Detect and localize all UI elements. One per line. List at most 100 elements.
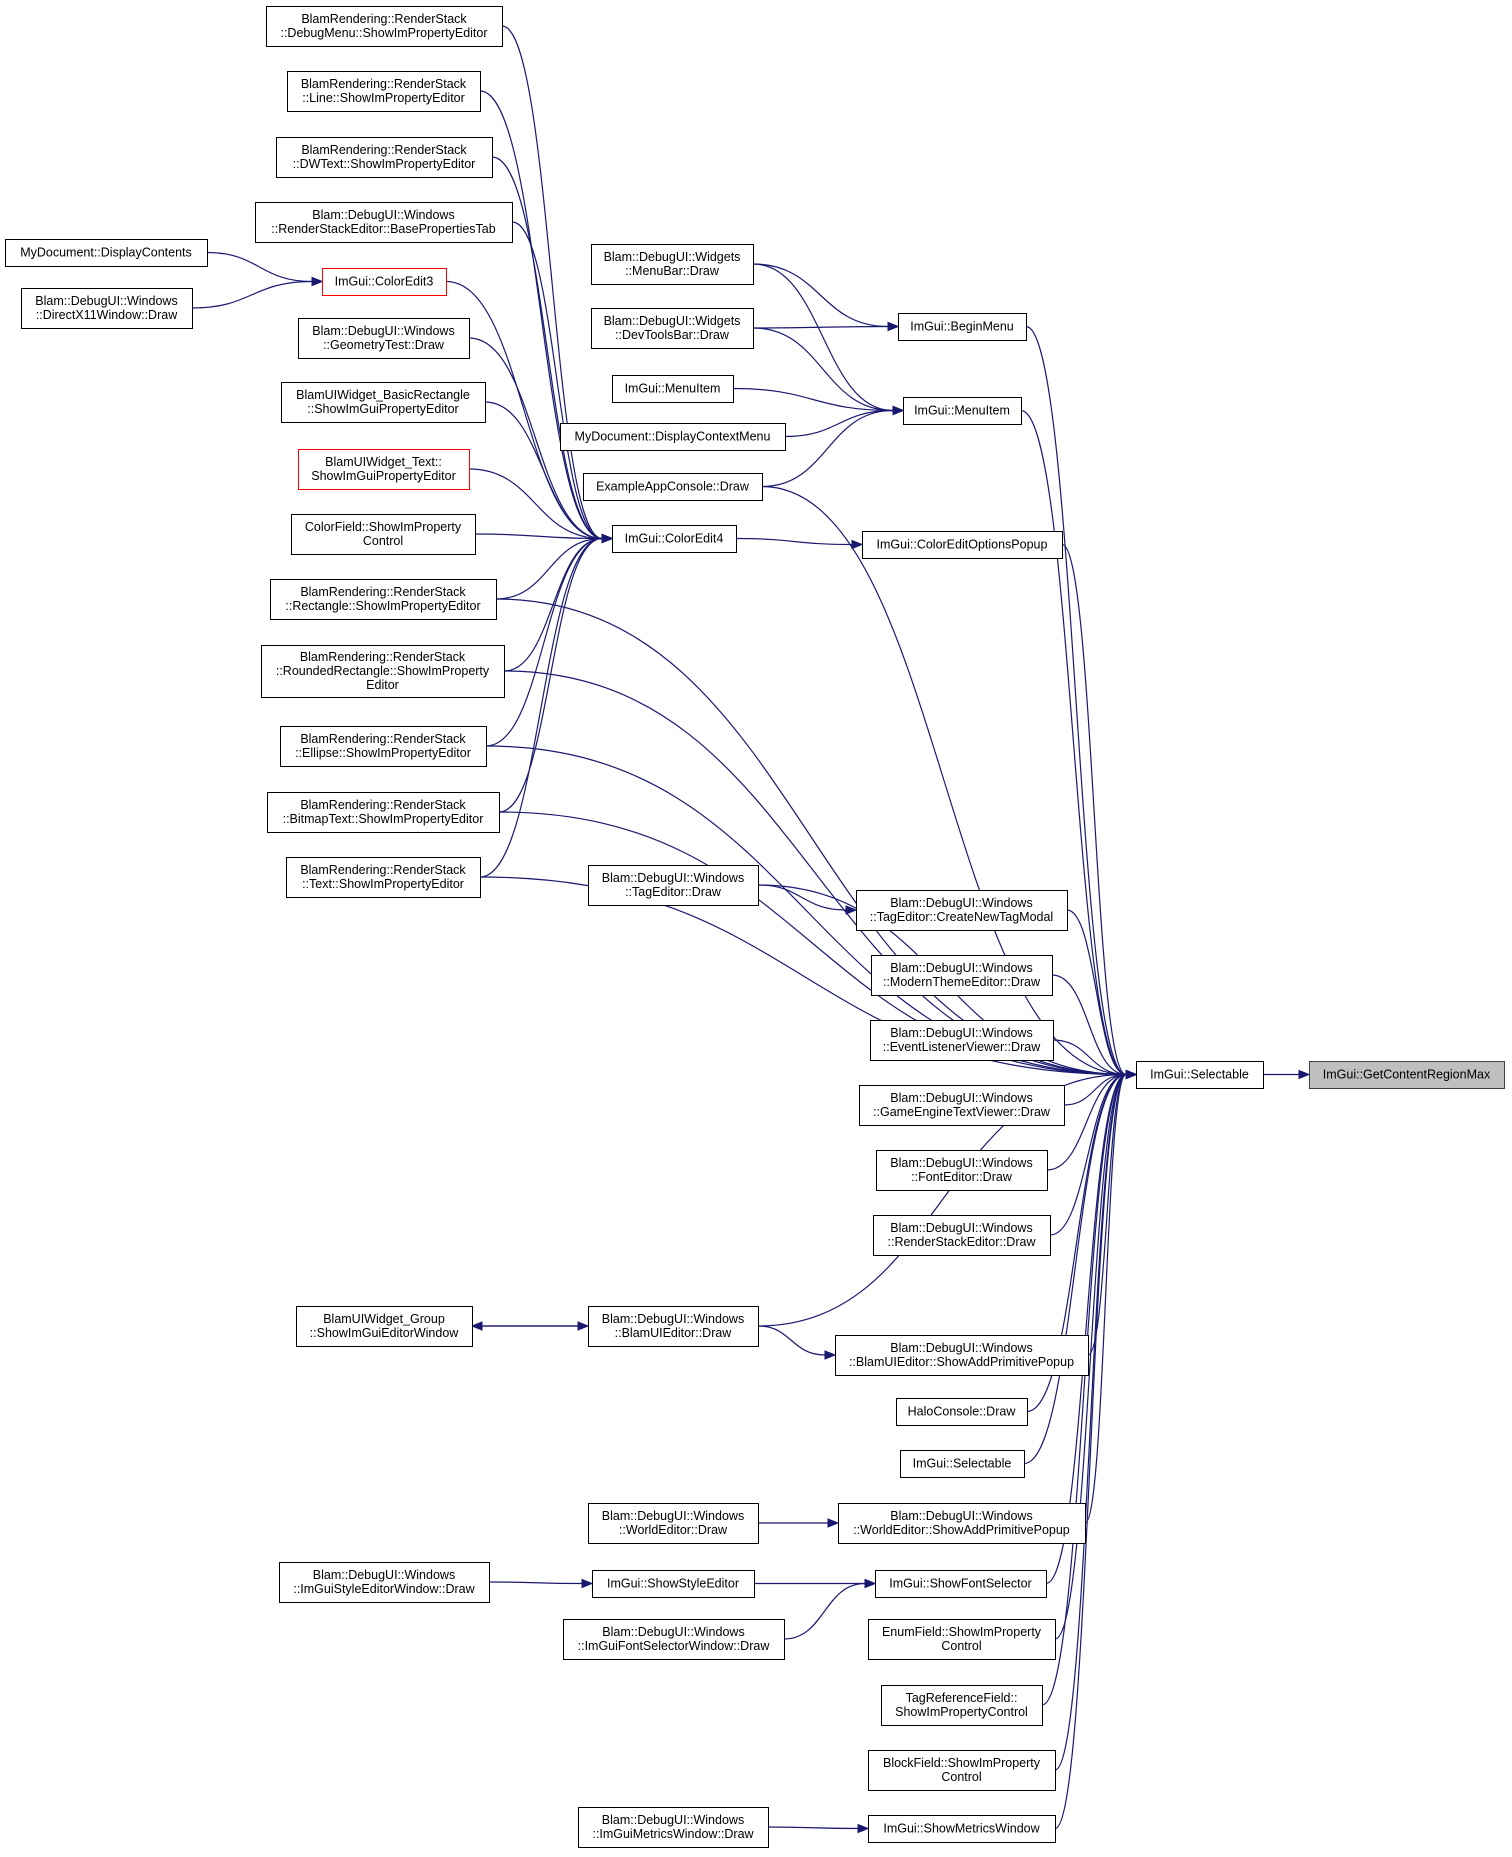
node-box [868,1815,1056,1843]
edge-line [488,1581,583,1585]
node-label-line: ImGui::Selectable [913,1457,1012,1471]
node-widget_group[interactable]: BlamUIWidget_Group::ShowImGuiEditorWindo… [296,1306,473,1347]
node-mydoc_displaycontents[interactable]: MyDocument::DisplayContents [5,239,208,267]
node-exampleappconsole[interactable]: ExampleAppConsole::Draw [583,473,763,501]
node-enumfield[interactable]: EnumField::ShowImPropertyControl [868,1619,1056,1660]
node-menuitem_right[interactable]: ImGui::MenuItem [903,397,1022,425]
node-menubar[interactable]: Blam::DebugUI::Widgets::MenuBar::Draw [591,244,754,285]
node-label-line: ::GeometryTest::Draw [323,338,445,352]
edge-line [783,1582,866,1640]
node-label-line: Blam::DebugUI::Windows [602,1312,744,1326]
node-rs_roundedrect[interactable]: BlamRendering::RenderStack::RoundedRecta… [261,645,505,698]
node-colorfield[interactable]: ColorField::ShowImPropertyControl [291,514,476,555]
node-label-line: Control [941,1639,981,1653]
edge-line [752,325,889,329]
node-basicrect[interactable]: BlamUIWidget_BasicRectangle::ShowImGuiPr… [281,382,486,423]
node-blockfield[interactable]: BlockField::ShowImPropertyControl [868,1750,1056,1791]
node-label-line: Blam::DebugUI::Windows [35,294,177,308]
node-widget_text[interactable]: BlamUIWidget_Text::ShowImGuiPropertyEdit… [298,449,470,490]
node-rs_line[interactable]: BlamRendering::RenderStack::Line::ShowIm… [287,71,481,112]
edge-line [479,537,603,878]
node-showmetricswindow[interactable]: ImGui::ShowMetricsWindow [868,1815,1056,1843]
node-devtoolsbar[interactable]: Blam::DebugUI::Widgets::DevToolsBar::Dra… [591,308,754,349]
node-box [835,1335,1089,1376]
node-metricswindow_draw[interactable]: Blam::DebugUI::Windows::ImGuiMetricsWind… [578,1807,769,1848]
node-rs_bitmaptext[interactable]: BlamRendering::RenderStack::BitmapText::… [267,792,500,833]
node-box [591,244,754,285]
node-createnewtagmodal[interactable]: Blam::DebugUI::Windows::TagEditor::Creat… [856,890,1068,931]
node-showaddprimitive_ui[interactable]: Blam::DebugUI::Windows::BlamUIEditor::Sh… [835,1335,1089,1376]
edge-line [761,409,894,488]
edge-styleeditorwindow-to-showstyleeditor [488,1578,594,1589]
node-rse_baseprops[interactable]: Blam::DebugUI::Windows::RenderStackEdito… [255,202,513,243]
node-box [1136,1061,1264,1089]
node-beginmenu[interactable]: ImGui::BeginMenu [898,313,1027,341]
node-box [591,308,754,349]
node-tagreferencefield[interactable]: TagReferenceField::ShowImPropertyControl [881,1685,1043,1726]
node-label-line: BlamRendering::RenderStack [300,650,466,664]
node-showaddprimitive_world[interactable]: Blam::DebugUI::Windows::WorldEditor::Sho… [838,1503,1086,1544]
node-fonteditor[interactable]: Blam::DebugUI::Windows::FontEditor::Draw [876,1150,1048,1191]
node-fontselectorwindow[interactable]: Blam::DebugUI::Windows::ImGuiFontSelecto… [563,1619,785,1660]
node-gameenginetext[interactable]: Blam::DebugUI::Windows::GameEngineTextVi… [859,1085,1065,1126]
node-label-line: ::ImGuiFontSelectorWindow::Draw [578,1639,771,1653]
edge-line [495,537,603,600]
node-selectable_2[interactable]: ImGui::Selectable [900,1450,1025,1478]
edge-line [1046,1073,1127,1171]
node-haloconsole[interactable]: HaloConsole::Draw [896,1398,1028,1426]
node-rs_debugmenu[interactable]: BlamRendering::RenderStack::DebugMenu::S… [266,6,503,47]
node-worldeditor_draw[interactable]: Blam::DebugUI::Windows::WorldEditor::Dra… [588,1503,759,1544]
node-rs_dwtext[interactable]: BlamRendering::RenderStack::DWText::Show… [276,137,493,178]
node-rendereditor[interactable]: Blam::DebugUI::Windows::RenderStackEdito… [873,1215,1051,1256]
node-styleeditorwindow[interactable]: Blam::DebugUI::Windows::ImGuiStyleEditor… [279,1562,490,1603]
node-box [612,375,734,403]
node-box [871,955,1053,996]
node-tageditor_draw[interactable]: Blam::DebugUI::Windows::TagEditor::Draw [588,865,759,906]
node-box [296,1306,473,1347]
node-menuitem_left[interactable]: ImGui::MenuItem [612,375,734,403]
node-box [578,1807,769,1848]
node-label-line: ::TagEditor::CreateNewTagModal [870,910,1053,924]
node-blamuieditor_draw[interactable]: Blam::DebugUI::Windows::BlamUIEditor::Dr… [588,1306,759,1347]
node-rs_rectangle[interactable]: BlamRendering::RenderStack::Rectangle::S… [270,579,497,620]
node-label-line: BlamRendering::RenderStack [301,77,467,91]
node-eventlistener[interactable]: Blam::DebugUI::Windows::EventListenerVie… [870,1020,1054,1061]
edge-line [1063,1073,1127,1106]
node-showstyleeditor[interactable]: ImGui::ShowStyleEditor [592,1570,755,1598]
node-box [267,792,500,833]
node-label-line: ::DWText::ShowImPropertyEditor [293,157,476,171]
node-box [881,1685,1043,1726]
node-moderntheme[interactable]: Blam::DebugUI::Windows::ModernThemeEdito… [871,955,1053,996]
node-rs_text[interactable]: BlamRendering::RenderStack::Text::ShowIm… [286,857,481,898]
edge-arrowhead-icon [601,533,614,544]
node-label-line: BlamRendering::RenderStack [300,732,466,746]
node-label-line: ::Rectangle::ShowImPropertyEditor [285,599,480,613]
edge-showstyleeditor-to-showfontselector [753,1578,877,1589]
node-coloreditoptionspopup[interactable]: ImGui::ColorEditOptionsPopup [862,531,1063,559]
node-directx11window[interactable]: Blam::DebugUI::Windows::DirectX11Window:… [21,288,193,329]
node-label-line: ::RenderStackEditor::BasePropertiesTab [271,222,495,236]
node-coloredit3[interactable]: ImGui::ColorEdit3 [322,268,447,296]
edge-arrowhead-icon [824,1350,837,1360]
node-get_content_region_max[interactable]: ImGui::GetContentRegionMax [1309,1061,1505,1089]
edge-line [1049,1073,1127,1236]
node-showfontselector[interactable]: ImGui::ShowFontSelector [875,1570,1047,1598]
node-label-line: BlamUIWidget_Text:: [325,455,442,469]
node-mydoc_contextmenu[interactable]: MyDocument::DisplayContextMenu [560,423,786,451]
edge-rs_ellipse-to-coloredit4 [485,533,614,747]
nodes-layer: ImGui::GetContentRegionMaxImGui::Selecta… [5,6,1505,1848]
node-geometrytest[interactable]: Blam::DebugUI::Windows::GeometryTest::Dr… [298,318,470,359]
node-label-line: ::RenderStackEditor::Draw [888,1235,1037,1249]
edge-line [752,263,889,328]
node-coloredit4[interactable]: ImGui::ColorEdit4 [612,525,737,553]
node-selectable_main[interactable]: ImGui::Selectable [1136,1061,1264,1089]
edge-line [1051,974,1127,1076]
edge-arrowhead-icon [851,539,864,550]
edge-devtoolsbar-to-menuitem_right [752,327,905,416]
node-label-line: ::ShowImGuiEditorWindow [310,1326,460,1340]
node-box [588,1503,759,1544]
edge-arrowhead-icon [581,1578,594,1589]
node-label-line: BlamUIWidget_Group [323,1312,445,1326]
node-rs_ellipse[interactable]: BlamRendering::RenderStack::Ellipse::Sho… [280,726,487,767]
node-label-line: Blam::DebugUI::Windows [890,1026,1032,1040]
